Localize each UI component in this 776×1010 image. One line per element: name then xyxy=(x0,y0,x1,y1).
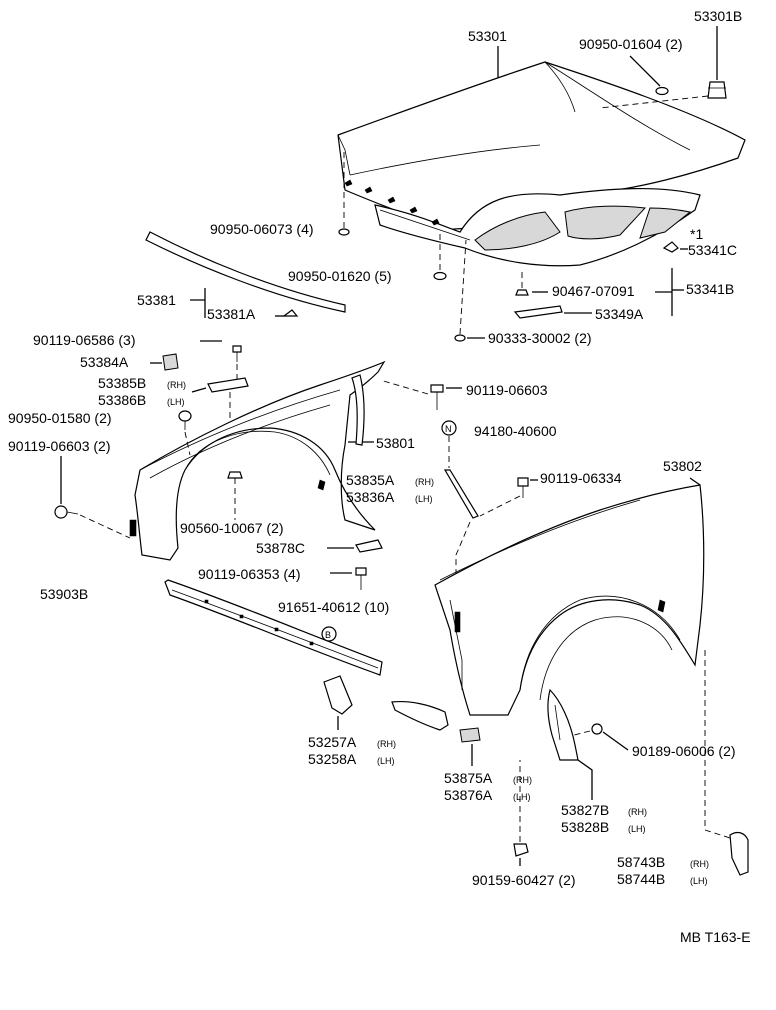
mold-58744b-side: (LH) xyxy=(690,876,708,886)
cover-53257a-side: (RH) xyxy=(377,739,396,749)
seal-53875a-part[interactable] xyxy=(391,700,481,743)
left-fender-label: 53801 xyxy=(376,435,415,451)
hood-lock-part[interactable] xyxy=(662,241,679,253)
flap-53827b-part[interactable] xyxy=(547,688,579,761)
bracket-53386b-side: (LH) xyxy=(167,397,185,407)
nut-90560-part[interactable] xyxy=(227,471,243,479)
mold-58743b-label: 58743B xyxy=(617,854,665,870)
bracket-53385b-part[interactable] xyxy=(207,377,249,393)
cover-53258a-label: 53258A xyxy=(308,751,357,767)
bolt-90119-06353-part[interactable] xyxy=(355,567,367,590)
bolt-90119-06334-label: 90119-06334 xyxy=(540,470,622,486)
seal-53875a-label: 53875A xyxy=(444,770,493,786)
hood-label: 53301 xyxy=(468,28,507,44)
bolt-90119-06353-label: 90119-06353 (4) xyxy=(198,566,300,582)
clip-90950-01604-part[interactable] xyxy=(655,86,669,96)
hood-seal-label: 53381 xyxy=(137,292,176,308)
clip-90950-01580-part[interactable] xyxy=(178,410,192,430)
cover-53257a-part[interactable] xyxy=(323,675,353,715)
screw-90159-label: 90159-60427 (2) xyxy=(472,872,576,888)
bracket-53384a-label: 53384A xyxy=(80,354,129,370)
seal-53836a-side: (LH) xyxy=(415,494,433,504)
bolt-90119-06586-part[interactable] xyxy=(232,345,242,362)
seal-53836a-label: 53836A xyxy=(346,489,395,505)
brace-53349a-part[interactable] xyxy=(513,305,563,319)
n-mark-symbol: N xyxy=(445,424,452,434)
clip-90950-06073-part[interactable] xyxy=(338,228,350,236)
bolt-90333-label: 90333-30002 (2) xyxy=(488,330,592,346)
mold-58744b-label: 58744B xyxy=(617,871,665,887)
clip-90950-01580-label: 90950-01580 (2) xyxy=(8,410,112,426)
diagram-code: MB T163-E xyxy=(680,929,751,945)
clip-90950-01620-label: 90950-01620 (5) xyxy=(288,268,392,284)
hood-seal-clip-part[interactable] xyxy=(282,309,299,317)
right-fender-part[interactable] xyxy=(434,484,705,716)
bracket-53878c-part[interactable] xyxy=(355,539,383,553)
star-mark-label: *1 xyxy=(690,226,703,242)
bolt-90119-06603-left-label: 90119-06603 (2) xyxy=(8,438,110,454)
clip-91651-part[interactable]: B xyxy=(321,626,337,642)
screw-90159-part[interactable] xyxy=(513,843,529,857)
flap-53828b-side: (LH) xyxy=(628,824,646,834)
bracket-53384a-part[interactable] xyxy=(162,353,179,371)
cover-53257a-label: 53257A xyxy=(308,734,357,750)
cover-53258a-side: (LH) xyxy=(377,756,395,766)
screw-90189-label: 90189-06006 (2) xyxy=(632,743,736,759)
flap-53828b-label: 53828B xyxy=(561,819,609,835)
clip-90950-01620-part[interactable] xyxy=(433,271,447,281)
mold-58743b-side: (RH) xyxy=(690,859,709,869)
clip-91651-label: 91651-40612 (10) xyxy=(278,599,389,615)
hood-bumper-label: 53301B xyxy=(694,8,742,24)
bolt-90119-06586-label: 90119-06586 (3) xyxy=(33,332,135,348)
left-fender-part[interactable] xyxy=(129,360,386,561)
bolt-90119-06603-top-label: 90119-06603 xyxy=(466,382,548,398)
bolt-90333-part[interactable] xyxy=(454,334,466,342)
bolt-90119-06603-top-part[interactable] xyxy=(430,384,444,410)
right-fender-label: 53802 xyxy=(663,458,702,474)
bracket-53385b-label: 53385B xyxy=(98,375,146,391)
screw-90467-07091-part[interactable] xyxy=(515,289,529,296)
hood-bumper-part[interactable] xyxy=(707,81,727,99)
nut-90560-label: 90560-10067 (2) xyxy=(180,520,284,536)
seal-53835a-part[interactable] xyxy=(351,374,365,446)
nut-94180-part[interactable]: N xyxy=(441,420,479,519)
mold-58743b-part[interactable] xyxy=(729,831,749,876)
b-mark-symbol: B xyxy=(325,630,331,640)
screw-90189-part[interactable] xyxy=(591,723,603,735)
bolt-90119-06334-part[interactable] xyxy=(517,477,529,498)
clip-90950-01604-label: 90950-01604 (2) xyxy=(579,36,683,52)
support-53903b-part[interactable] xyxy=(164,579,383,676)
bracket-53386b-label: 53386B xyxy=(98,392,146,408)
nut-94180-label: 94180-40600 xyxy=(474,423,557,439)
clip-90950-06073-label: 90950-06073 (4) xyxy=(210,221,314,237)
seal-53876a-side: (LH) xyxy=(513,792,531,802)
flap-53827b-side: (RH) xyxy=(628,807,647,817)
brace-53349a-label: 53349A xyxy=(595,306,644,322)
seal-53876a-label: 53876A xyxy=(444,787,493,803)
seal-53835a-label: 53835A xyxy=(346,472,395,488)
flap-53827b-label: 53827B xyxy=(561,802,609,818)
seal-53875a-side: (RH) xyxy=(513,775,532,785)
hood-part[interactable] xyxy=(337,61,746,267)
bolt-90119-06603-left-part[interactable] xyxy=(54,505,79,519)
bracket-53878c-label: 53878C xyxy=(256,540,305,556)
bracket-53385b-side: (RH) xyxy=(167,380,186,390)
support-53903b-label: 53903B xyxy=(40,586,88,602)
seal-53835a-side: (RH) xyxy=(415,477,434,487)
hood-lock-label: 53341C xyxy=(688,242,737,258)
lock-53341b-label: 53341B xyxy=(686,281,734,297)
screw-90467-07091-label: 90467-07091 xyxy=(552,283,635,299)
hood-seal-part[interactable] xyxy=(145,231,346,313)
hood-seal-clip-label: 53381A xyxy=(207,306,256,322)
